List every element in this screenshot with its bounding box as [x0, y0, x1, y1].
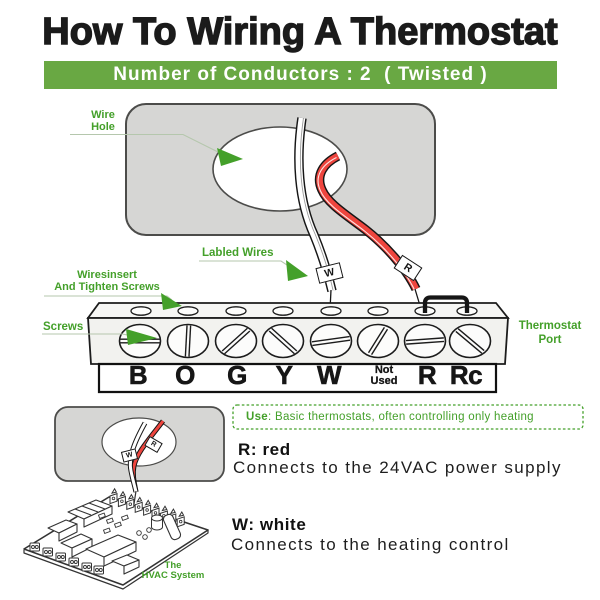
usage-note-text: : Basic thermostats, often controlling o… [268, 411, 534, 423]
terminal-block [86, 295, 510, 394]
w-wire-term: W: white [232, 515, 307, 534]
w-wire-detail: Connects to the heating control [231, 535, 510, 554]
terminal-label-w: W [316, 360, 342, 391]
terminal-label-r: R [417, 360, 437, 391]
terminal-label-y: Y [275, 360, 293, 391]
board-header [162, 513, 182, 541]
r-wire-term: R: red [238, 440, 291, 459]
thermostat-port-label: Thermostat Port [518, 320, 582, 346]
r-wire-detail: Connects to the 24VAC power supply [233, 458, 562, 477]
wires-insert-label: Wiresinsert And Tighten Screws [54, 269, 160, 293]
usage-note-box [232, 404, 584, 430]
terminal-label-strip [97, 362, 498, 394]
wire-hole-arrow [217, 148, 243, 166]
mini-white-wire [127, 421, 148, 493]
callout-arrows [126, 148, 308, 345]
mini-backplate [54, 406, 225, 482]
labeled-wires-label: Labled Wires [202, 247, 274, 259]
terminal-label-g: G [227, 360, 248, 391]
mini-wire-tip [133, 490, 137, 505]
screw-slots [120, 325, 485, 357]
wire-hole-oval [212, 126, 348, 212]
labeled-wires-arrow [286, 260, 308, 281]
usage-note-prefix: Use [246, 411, 268, 423]
jumper-wire [422, 295, 470, 313]
board-smd-parts [97, 512, 152, 540]
page-title: How To Wiring A Thermostat [42, 10, 559, 53]
terminal-label-rc: Rc [449, 360, 483, 391]
hvac-board [23, 488, 209, 590]
wire-hole-label: Wire Hole [91, 109, 115, 133]
terminal-label-b: B [128, 360, 148, 391]
usage-note: Use: Basic thermostats, often controllin… [246, 405, 534, 429]
wires-insert-arrow [161, 293, 182, 310]
conductors-banner: Number of Conductors : 2 ( Twisted ) [44, 61, 557, 89]
board-chip [67, 499, 113, 528]
screws-arrow [126, 329, 157, 345]
hvac-system-label: The HVAC System [141, 560, 205, 581]
thermostat-backplate [125, 103, 436, 236]
board-capacitor [151, 514, 163, 531]
terminal-label-not-used: Not Used [370, 364, 398, 387]
terminal-label-o: O [175, 360, 196, 391]
screws-label: Screws [43, 321, 84, 333]
board-relays [47, 519, 140, 575]
